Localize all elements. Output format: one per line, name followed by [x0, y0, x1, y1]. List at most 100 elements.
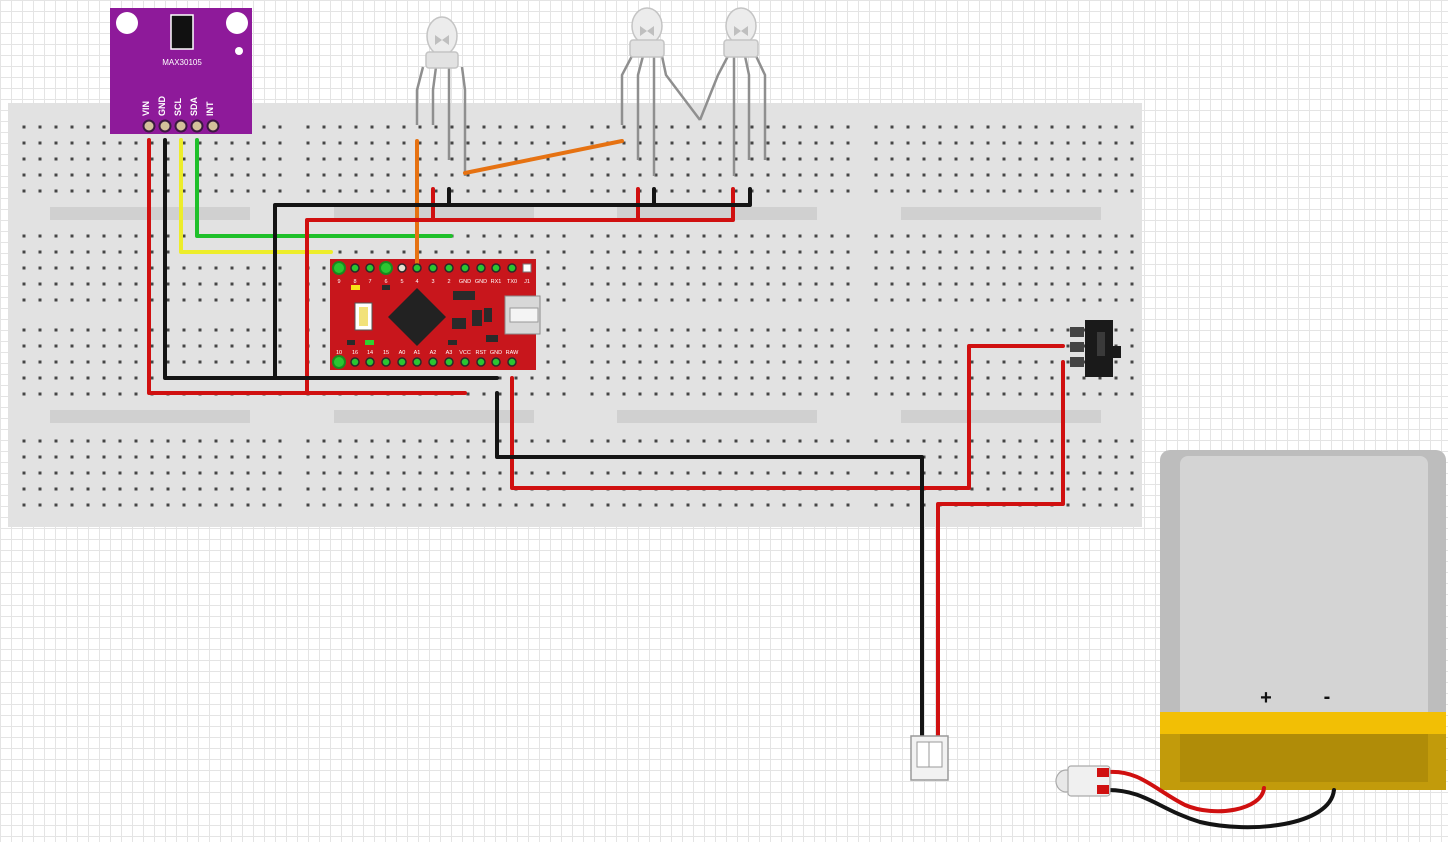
arduino-pin — [460, 263, 470, 273]
battery-plus-label: + — [1260, 687, 1272, 709]
wire-black — [273, 187, 752, 380]
arduino-pin — [460, 357, 470, 367]
mount-hole — [116, 12, 138, 34]
usb-port-inner — [509, 307, 539, 323]
arduino-pin-label: GND — [459, 279, 471, 285]
smd-component — [347, 340, 355, 345]
wire-black — [163, 138, 499, 380]
breadboard-channel — [617, 410, 817, 423]
sensor-pin-label: VIN — [141, 101, 151, 116]
mount-hole — [226, 12, 248, 34]
sensor-pin-hole — [158, 119, 172, 133]
arduino-pin — [412, 357, 422, 367]
arduino-pin — [332, 355, 346, 369]
wire-orange — [463, 139, 624, 175]
wire-red — [147, 138, 467, 395]
arduino-pin-label: GND — [490, 350, 502, 356]
slide-switch — [1070, 320, 1121, 377]
led-legs — [415, 55, 767, 176]
smd-component — [448, 340, 457, 345]
arduino-pin-label: 9 — [337, 279, 340, 285]
breadboard-channel — [334, 410, 534, 423]
arduino-pin — [444, 263, 454, 273]
arduino-pin-label: RST — [476, 350, 488, 356]
arduino-pin-label: 6 — [384, 279, 387, 285]
battery-plug — [1055, 765, 1111, 797]
sensor-pin-hole — [206, 119, 220, 133]
arduino-pin — [491, 357, 501, 367]
arduino-pin-label: 2 — [447, 279, 450, 285]
rgb-led — [425, 16, 459, 69]
arduino-pin — [350, 263, 360, 273]
microcontroller-chip — [388, 288, 446, 346]
arduino-pin-label: A3 — [446, 350, 453, 356]
arduino-pin-label: GND — [475, 279, 487, 285]
arduino-pin — [507, 263, 517, 273]
max30105-sensor: MAX30105 VIN GND SCL SDA INT — [110, 8, 252, 134]
arduino-pin — [365, 263, 375, 273]
wire-red — [1106, 769, 1266, 814]
arduino-pin — [428, 263, 438, 273]
rgb-led — [629, 7, 665, 58]
arduino-pin — [476, 263, 486, 273]
sensor-chip — [170, 14, 194, 50]
smd-component — [452, 318, 466, 329]
arduino-pin-label: 4 — [415, 279, 418, 285]
smd-component — [453, 291, 475, 300]
indicator-dot — [235, 47, 243, 55]
breadboard — [8, 103, 1142, 527]
sensor-pin-labels: VIN GND SCL SDA INT — [141, 96, 215, 117]
wire-red — [510, 344, 1065, 490]
arduino-pin — [350, 357, 360, 367]
smd-component — [484, 308, 492, 322]
arduino-pin-label: 3 — [431, 279, 434, 285]
arduino-pin — [397, 357, 407, 367]
arduino-pin-label: A1 — [414, 350, 421, 356]
arduino-pin — [507, 357, 517, 367]
sensor-name: MAX30105 — [162, 58, 202, 67]
smd-component — [472, 310, 482, 326]
smd-component — [486, 335, 498, 342]
arduino-pin — [428, 357, 438, 367]
sensor-pin-label: SDA — [189, 96, 199, 116]
smd-component — [382, 285, 390, 290]
sensor-pin-label: GND — [157, 96, 167, 117]
arduino-pin-label: 5 — [400, 279, 403, 285]
wire-red — [936, 360, 1065, 742]
arduino-pin-label: 7 — [368, 279, 371, 285]
rgb-led — [723, 7, 759, 58]
sensor-pin-label: SCL — [173, 97, 183, 116]
breadboard-channel — [617, 207, 817, 220]
battery-leads — [1106, 769, 1336, 830]
breadboard-channel — [50, 410, 250, 423]
arduino-pin-label: A2 — [430, 350, 437, 356]
wire-yellow — [179, 138, 333, 254]
breadboard-channel — [901, 410, 1101, 423]
wire-green — [195, 138, 453, 238]
arduino-pin-label: J1 — [524, 279, 530, 285]
arduino-pin — [379, 261, 393, 275]
battery-band — [1160, 712, 1446, 734]
arduino-pin-label: 8 — [353, 279, 356, 285]
arduino-pin — [365, 357, 375, 367]
arduino-pin — [412, 263, 422, 273]
status-led — [351, 285, 360, 290]
wire-black — [1106, 788, 1336, 830]
arduino-pin-label: 10 — [336, 350, 342, 356]
lipo-battery: + - — [1160, 450, 1446, 790]
sensor-pin-label: INT — [205, 101, 215, 116]
reset-button-core — [359, 307, 368, 326]
jst-connector — [910, 735, 949, 781]
arduino-pin-label: RX1 — [491, 279, 502, 285]
sensor-pin-hole — [142, 119, 156, 133]
wires — [147, 138, 1065, 742]
arduino-pin — [332, 261, 346, 275]
sensor-pin-hole — [190, 119, 204, 133]
arduino-pin — [381, 357, 391, 367]
power-led — [365, 340, 374, 345]
sensor-pin-hole — [174, 119, 188, 133]
